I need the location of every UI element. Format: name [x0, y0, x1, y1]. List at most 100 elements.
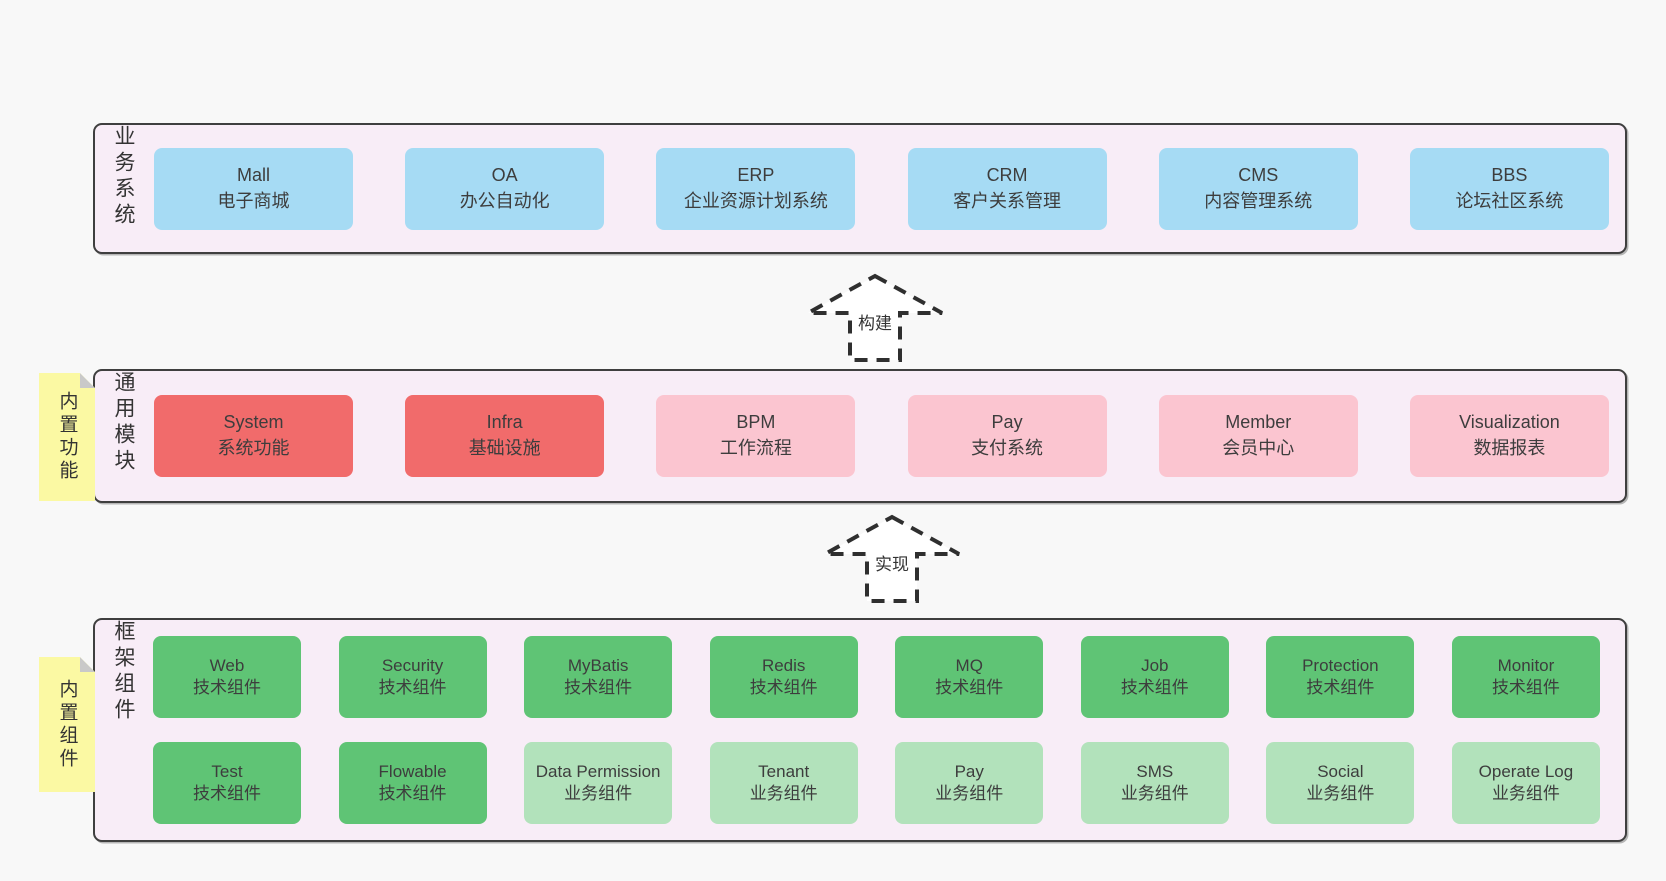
- box-crm: CRM 客户关系管理: [907, 147, 1107, 230]
- box-subtitle: 电子商城: [217, 190, 290, 211]
- box-social: Social 业务组件: [1266, 742, 1415, 824]
- box-subtitle: 数据报表: [1473, 438, 1546, 458]
- box-subtitle: 会员中心: [1222, 438, 1295, 458]
- box-subtitle: 技术组件: [1120, 678, 1189, 697]
- folded-corner-icon: [80, 657, 95, 672]
- box-title: Data Permission: [535, 761, 661, 781]
- box-subtitle: 论坛社区系统: [1455, 190, 1564, 211]
- box-title: Flowable: [378, 761, 447, 781]
- box-subtitle: 技术组件: [749, 678, 818, 697]
- box-subtitle: 业务组件: [935, 784, 1004, 803]
- box-subtitle: 业务组件: [564, 784, 633, 803]
- layer-label-common-modules: 通用模块: [112, 371, 135, 475]
- box-infra: Infra 基础设施: [405, 395, 605, 477]
- box-title: Member: [1225, 412, 1292, 433]
- box-subtitle: 系统功能: [217, 438, 290, 458]
- box-security: Security 技术组件: [338, 636, 487, 718]
- layer-business-systems: 业务系统 Mall 电子商城 OA 办公自动化 ERP 企业资源计划系统 CRM 客户关系管理…: [93, 123, 1627, 254]
- layer-modules-rows: System 系统功能 Infra 基础设施 BPM 工作流程 Pay 支付系统 Member 会…: [95, 371, 1625, 501]
- sticky-note-label: 内置组件: [56, 678, 78, 771]
- box-protection: Protection 技术组件: [1266, 636, 1415, 718]
- box-tenant: Tenant 业务组件: [709, 742, 858, 824]
- box-pay: Pay 支付系统: [907, 395, 1107, 477]
- box-web: Web 技术组件: [153, 636, 301, 718]
- box-title: Tenant: [758, 761, 810, 781]
- box-subtitle: 技术组件: [378, 678, 447, 697]
- folded-corner-icon: [80, 373, 95, 388]
- box-subtitle: 技术组件: [193, 784, 261, 803]
- box-subtitle: 技术组件: [1306, 678, 1375, 697]
- box-subtitle: 业务组件: [1491, 784, 1560, 803]
- box-title: MQ: [955, 655, 983, 675]
- arrow-implement-label: 实现: [872, 550, 912, 575]
- box-subtitle: 技术组件: [1491, 678, 1560, 697]
- box-title: Pay: [991, 412, 1023, 433]
- box-title: Infra: [486, 412, 523, 433]
- box-title: ERP: [737, 164, 775, 185]
- box-title: Social: [1317, 761, 1364, 781]
- box-subtitle: 客户关系管理: [953, 190, 1062, 211]
- box-row: System 系统功能 Infra 基础设施 BPM 工作流程 Pay 支付系统 Member 会…: [95, 395, 1625, 477]
- sticky-note-built-in-features: 内置功能: [39, 373, 95, 501]
- box-bbs: BBS 论坛社区系统: [1409, 147, 1609, 230]
- box-title: Visualization: [1459, 412, 1560, 433]
- box-subtitle: 业务组件: [749, 784, 818, 803]
- box-subtitle: 技术组件: [935, 678, 1004, 697]
- box-subtitle: 技术组件: [564, 678, 633, 697]
- box-mybatis: MyBatis 技术组件: [524, 636, 673, 718]
- box-job: Job 技术组件: [1080, 636, 1229, 718]
- box-system: System 系统功能: [154, 395, 353, 477]
- arrow-build-label: 构建: [855, 309, 895, 334]
- box-mall: Mall 电子商城: [154, 147, 353, 230]
- box-title: BBS: [1491, 164, 1528, 185]
- box-subtitle: 工作流程: [719, 438, 792, 458]
- box-subtitle: 基础设施: [468, 438, 541, 458]
- box-subtitle: 企业资源计划系统: [683, 190, 828, 211]
- box-title: System: [223, 412, 284, 433]
- box-title: BPM: [736, 412, 776, 433]
- box-mq: MQ 技术组件: [895, 636, 1044, 718]
- box-bpm: BPM 工作流程: [656, 395, 856, 477]
- box-title: MyBatis: [567, 655, 629, 675]
- box-subtitle: 支付系统: [971, 438, 1044, 458]
- box-title: CMS: [1238, 164, 1279, 185]
- layer-label-framework-components: 框架组件: [112, 620, 135, 724]
- arrow-build: 构建: [804, 273, 946, 365]
- sticky-note-label: 内置功能: [56, 391, 78, 483]
- box-title: Protection: [1302, 655, 1379, 675]
- box-subtitle: 技术组件: [193, 678, 261, 697]
- box-title: Mall: [236, 164, 270, 185]
- box-title: CRM: [986, 164, 1028, 185]
- box-title: Pay: [954, 761, 984, 781]
- box-title: Job: [1141, 655, 1169, 675]
- box-title: SMS: [1136, 761, 1174, 781]
- layer-label-business-systems: 业务系统: [112, 125, 135, 229]
- box-title: Operate Log: [1478, 761, 1574, 781]
- sticky-note-built-in-components: 内置组件: [39, 657, 95, 792]
- arrow-implement: 实现: [821, 514, 963, 606]
- box-title: Security: [381, 655, 444, 675]
- box-title: Redis: [761, 655, 806, 675]
- box-title: OA: [491, 164, 518, 185]
- box-title: Web: [209, 655, 245, 675]
- box-subtitle: 办公自动化: [459, 190, 550, 211]
- box-visualization: Visualization 数据报表: [1409, 395, 1609, 477]
- box-operate-log: Operate Log 业务组件: [1451, 742, 1600, 824]
- box-oa: OA 办公自动化: [405, 147, 605, 230]
- box-member: Member 会员中心: [1158, 395, 1358, 477]
- box-title: Monitor: [1497, 655, 1555, 675]
- box-monitor: Monitor 技术组件: [1451, 636, 1600, 718]
- box-subtitle: 业务组件: [1306, 784, 1375, 803]
- box-pay: Pay 业务组件: [895, 742, 1044, 824]
- box-erp: ERP 企业资源计划系统: [656, 147, 856, 230]
